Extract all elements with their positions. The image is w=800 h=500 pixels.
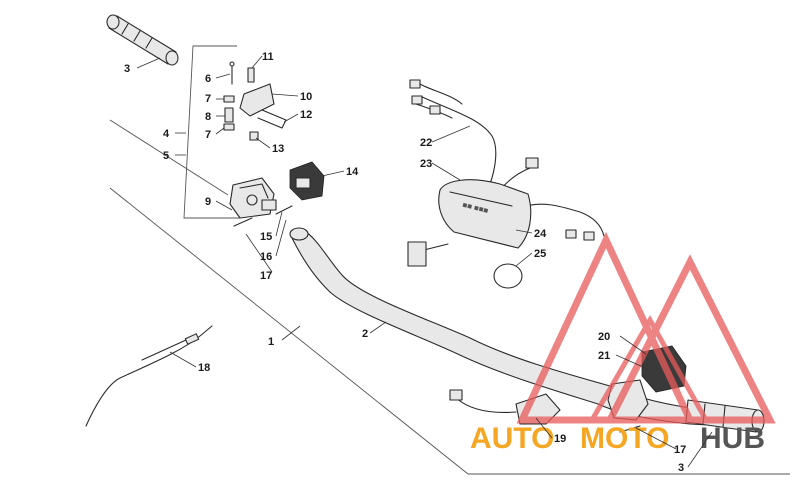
leader-lines [136, 55, 713, 468]
callout-11: 11 [262, 51, 274, 63]
callout-2: 2 [362, 328, 368, 340]
screws [233, 205, 293, 227]
callout-7: 7 [205, 93, 211, 105]
callout-17: 17 [260, 270, 272, 282]
callout-3: 3 [678, 462, 684, 474]
left-grip [106, 14, 179, 66]
watermark-text: AUTO MOTO HUB [470, 422, 765, 455]
callout-labels: 3 4 5 6 7 8 7 9 10 11 12 13 14 15 16 17 … [124, 51, 686, 474]
wiring-harness [407, 79, 605, 267]
callout-22: 22 [420, 137, 432, 149]
callout-14: 14 [346, 166, 359, 178]
brake-components [223, 61, 287, 141]
callout-20: 20 [598, 331, 610, 343]
callout-6: 6 [205, 73, 211, 85]
callout-19: 19 [554, 433, 566, 445]
callout-25: 25 [534, 248, 546, 260]
retaining-ring [493, 263, 523, 289]
callout-13: 13 [272, 143, 284, 155]
callout-4: 4 [163, 128, 170, 140]
callout-23: 23 [420, 158, 432, 170]
callout-7: 7 [205, 129, 211, 141]
watermark-logo-mark [516, 231, 776, 424]
throttle-cable [85, 325, 213, 427]
throttle-housing [289, 161, 325, 201]
callout-3: 3 [124, 63, 130, 75]
watermark-moto: MOTO [580, 422, 669, 455]
callout-24: 24 [534, 228, 547, 240]
callout-12: 12 [300, 109, 312, 121]
callout-16: 16 [260, 251, 272, 263]
callout-21: 21 [598, 350, 610, 362]
handlebar-pad: ■■ ■■■ [438, 179, 532, 249]
callout-10: 10 [300, 91, 312, 103]
watermark-auto: AUTO [470, 422, 554, 455]
callout-5: 5 [163, 150, 169, 162]
watermark-hub: HUB [700, 422, 765, 455]
callout-8: 8 [205, 111, 211, 123]
callout-18: 18 [198, 362, 210, 374]
brake-master-cylinder [229, 177, 277, 219]
callout-9: 9 [205, 196, 211, 208]
callout-15: 15 [260, 231, 272, 243]
callout-17: 17 [674, 444, 686, 456]
callout-1: 1 [268, 336, 274, 348]
